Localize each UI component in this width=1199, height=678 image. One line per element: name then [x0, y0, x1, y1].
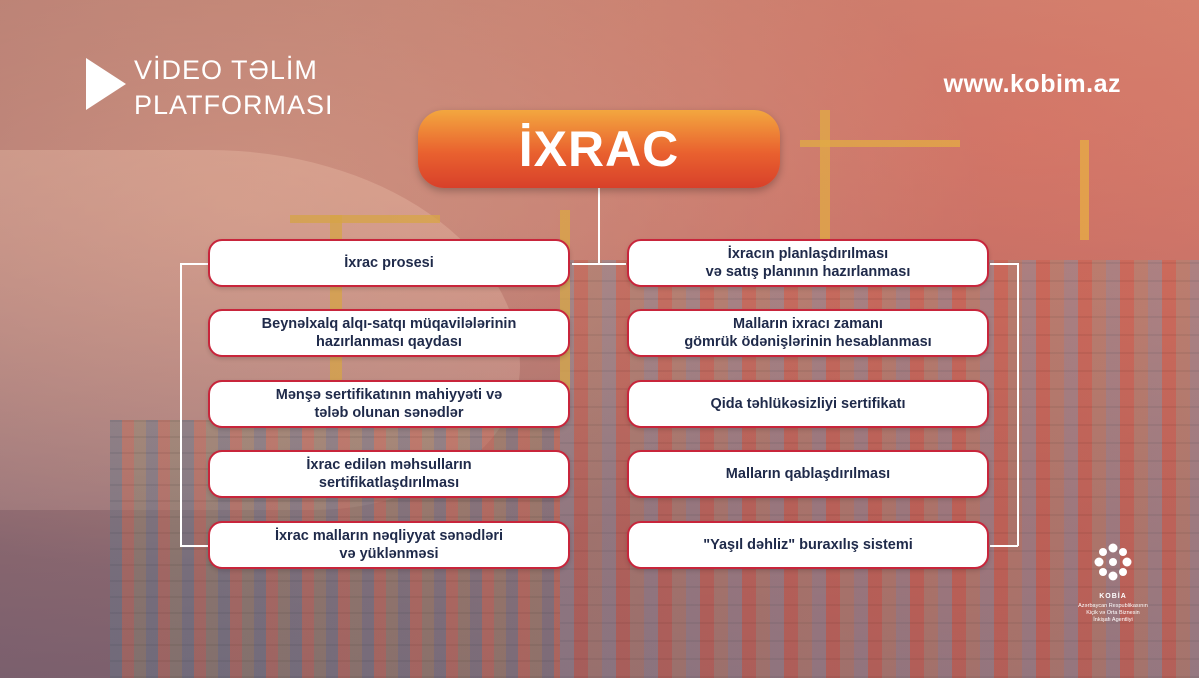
topic-label: İxracın planlaşdırılması və satış planın… [705, 246, 911, 280]
connector-line [990, 545, 1018, 547]
topic-label: İxrac edilən məhsulların sertifikatlaşdı… [306, 457, 472, 491]
topic-item[interactable]: Malların ixracı zamanı gömrük ödənişləri… [627, 309, 989, 357]
topic-label: Qida təhlükəsizliyi sertifikatı [710, 396, 906, 412]
background-crane [820, 110, 830, 250]
platform-line-1: VİDEO TƏLİM [134, 55, 318, 85]
title-banner: İXRAC [418, 110, 780, 188]
topic-item[interactable]: Beynəlxalq alqı-satqı müqavilələrinin ha… [208, 309, 570, 357]
connector-line [990, 263, 1018, 265]
connector-line [598, 188, 600, 264]
topic-label: Beynəlxalq alqı-satqı müqavilələrinin ha… [261, 316, 517, 350]
topic-item[interactable]: Malların qablaşdırılması [627, 450, 989, 498]
topic-label: "Yaşıl dəhliz" buraxılış sistemi [703, 537, 913, 553]
topic-item[interactable]: İxracın planlaşdırılması və satış planın… [627, 239, 989, 287]
agency-name: KOBİA [1099, 593, 1127, 600]
platform-logo-text: VİDEO TƏLİM PLATFORMASI [134, 53, 334, 123]
background-crane [290, 215, 440, 223]
play-icon [86, 58, 126, 110]
topic-item[interactable]: Qida təhlükəsizliyi sertifikatı [627, 380, 989, 428]
page-title: İXRAC [518, 121, 680, 177]
topic-item[interactable]: İxrac edilən məhsulların sertifikatlaşdı… [208, 450, 570, 498]
background-crane [560, 210, 570, 400]
topic-label: Malların ixracı zamanı gömrük ödənişləri… [684, 316, 932, 350]
connector-line [180, 263, 208, 265]
platform-line-2: PLATFORMASI [134, 90, 334, 120]
website-url[interactable]: www.kobim.az [943, 70, 1121, 98]
background-crane [1080, 140, 1089, 240]
flower-logo-icon [1094, 543, 1132, 581]
topic-item[interactable]: Mənşə sertifikatının mahiyyəti və tələb … [208, 380, 570, 428]
topic-label: Mənşə sertifikatının mahiyyəti və tələb … [275, 387, 503, 421]
topic-label: İxrac prosesi [344, 255, 434, 271]
kobia-logo: KOBİA Azərbaycan Respublikasının Kiçik v… [1058, 538, 1168, 624]
topic-item[interactable]: "Yaşıl dəhliz" buraxılış sistemi [627, 521, 989, 569]
connector-line [180, 545, 208, 547]
connector-line [1017, 263, 1019, 546]
background-crane [800, 140, 960, 147]
connector-line [572, 263, 626, 265]
topic-item[interactable]: İxrac malların nəqliyyat sənədləri və yü… [208, 521, 570, 569]
topic-label: Malların qablaşdırılması [725, 466, 891, 482]
connector-line [180, 263, 182, 546]
topic-label: İxrac malların nəqliyyat sənədləri və yü… [274, 528, 504, 562]
agency-subtitle: Azərbaycan Respublikasının Kiçik və Orta… [1078, 603, 1148, 623]
topic-item[interactable]: İxrac prosesi [208, 239, 570, 287]
